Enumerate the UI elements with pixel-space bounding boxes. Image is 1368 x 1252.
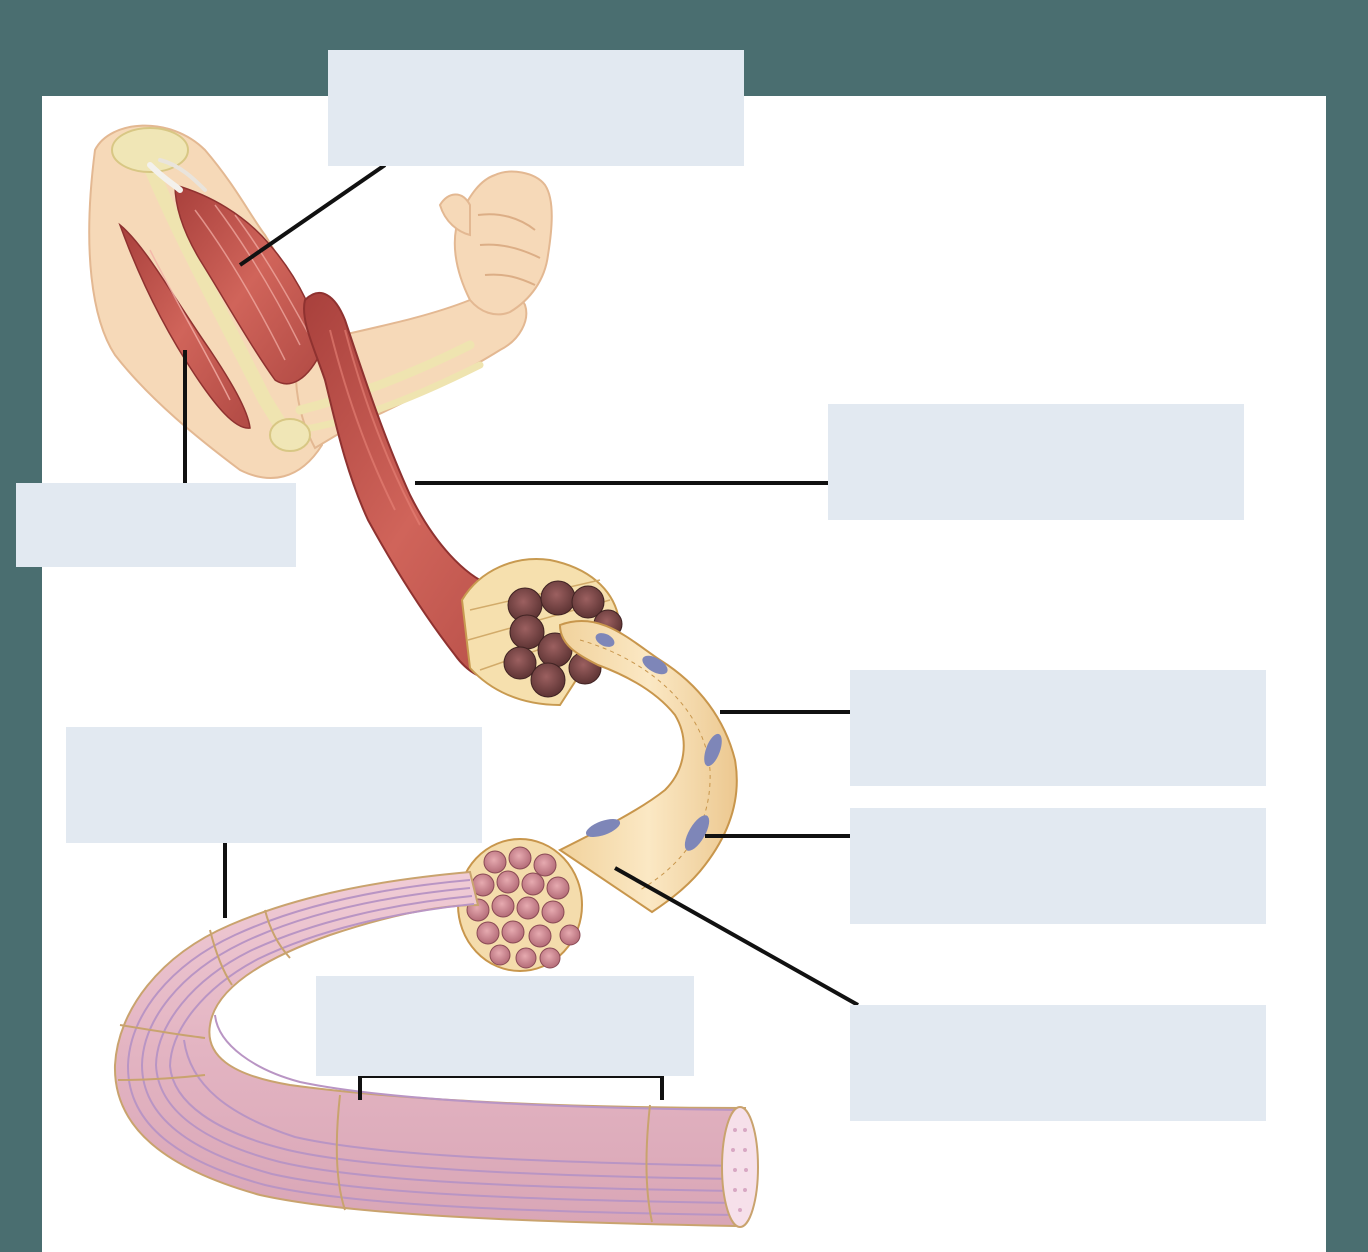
label-box-2[interactable] [16,483,296,567]
label-box-1[interactable] [328,50,744,166]
label-box-4[interactable] [850,670,1266,786]
label-box-7[interactable] [66,727,482,843]
label-box-3[interactable] [828,404,1244,520]
label-box-5[interactable] [850,808,1266,924]
label-box-8[interactable] [316,976,694,1076]
label-box-6[interactable] [850,1005,1266,1121]
